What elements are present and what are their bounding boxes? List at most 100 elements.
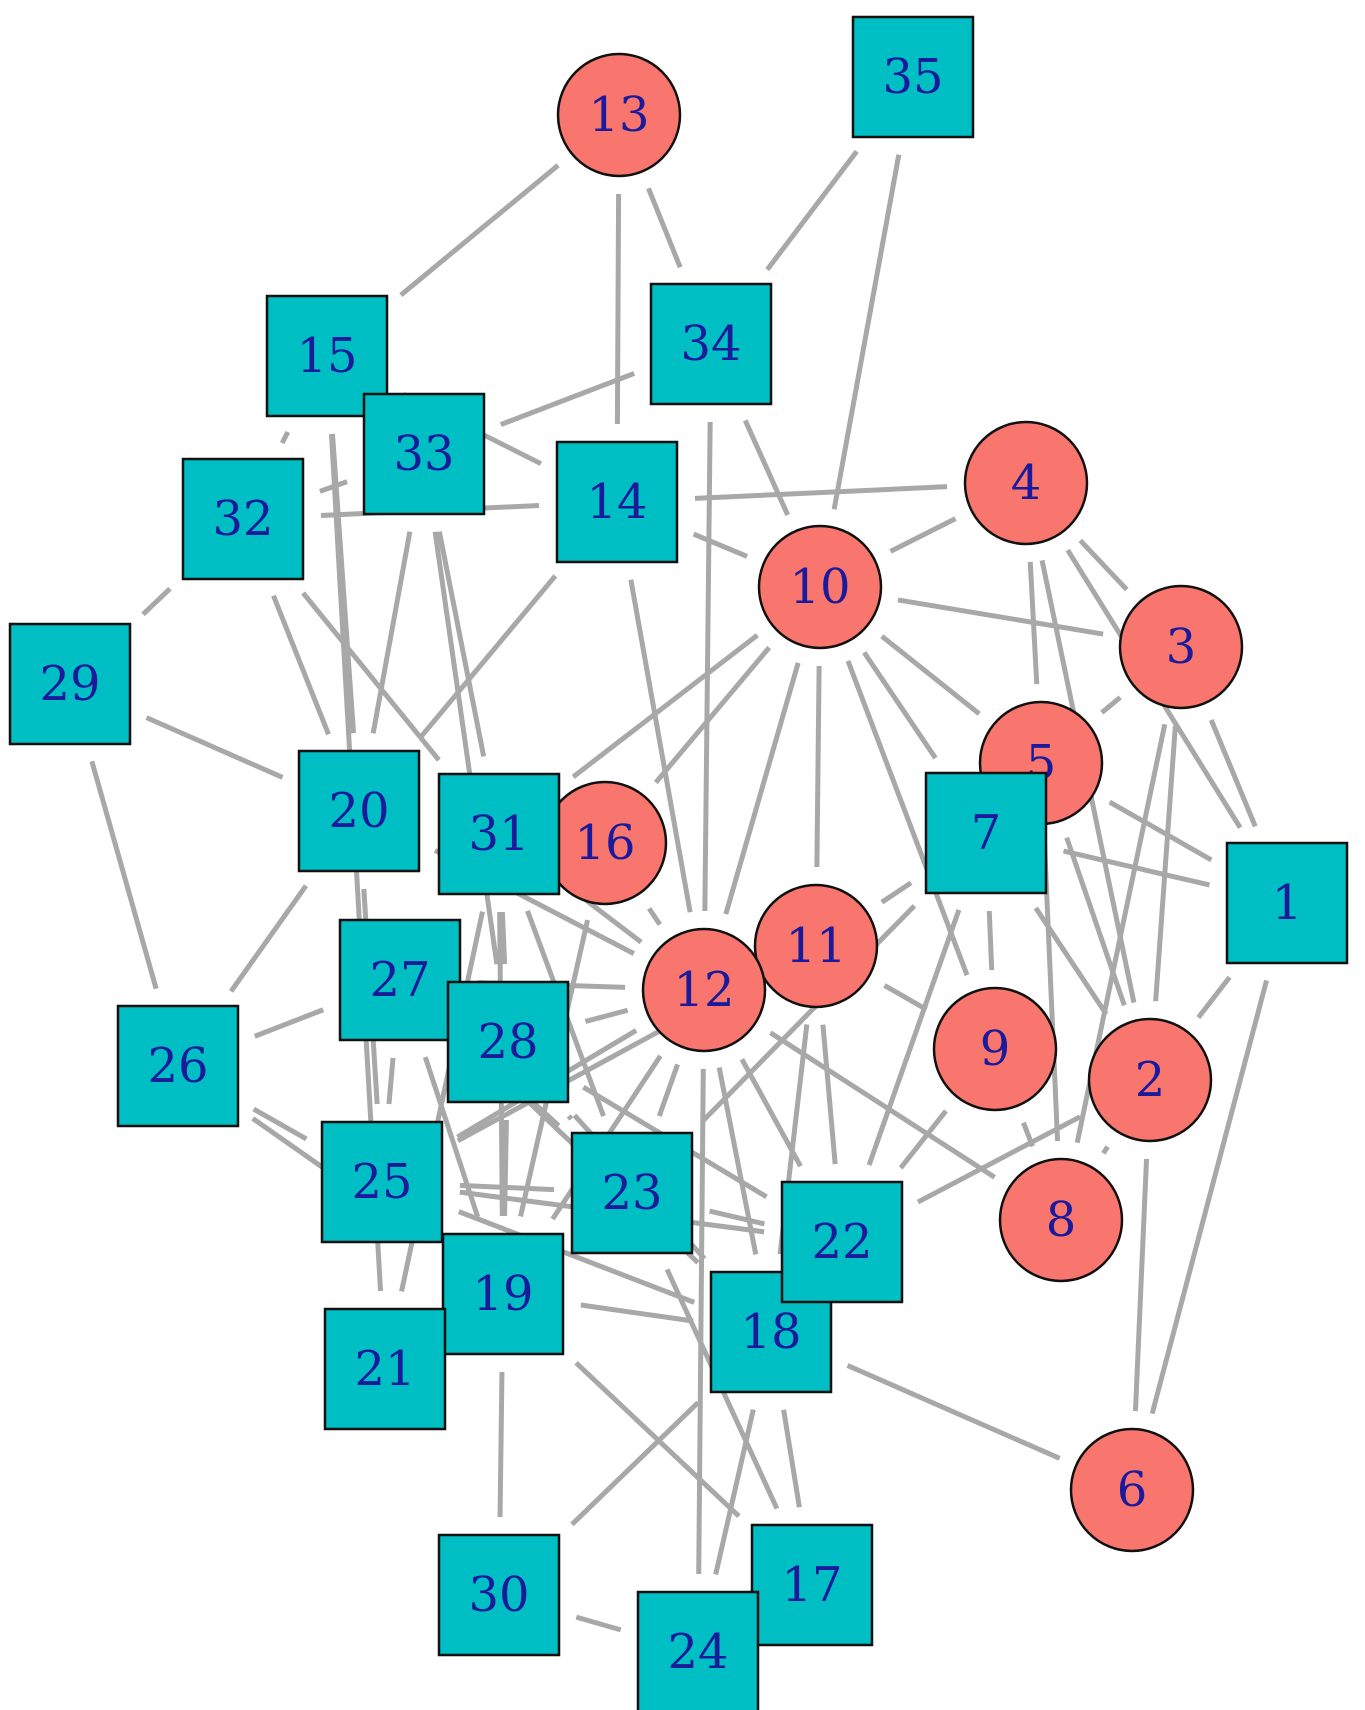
edge-7-23 xyxy=(701,904,917,1122)
node-circle xyxy=(998,1157,1124,1283)
node-26: 26 xyxy=(116,1004,240,1128)
edge-19-30 xyxy=(497,1371,505,1518)
node-33: 33 xyxy=(362,392,486,516)
node-label: 22 xyxy=(811,1214,872,1270)
edge-3-5 xyxy=(1100,695,1122,715)
edge-14-20 xyxy=(418,574,558,739)
node-7: 7 xyxy=(924,771,1048,895)
node-label: 32 xyxy=(212,491,273,547)
node-label: 20 xyxy=(328,783,389,839)
edge-9-22 xyxy=(898,1109,948,1170)
node-25: 25 xyxy=(320,1120,444,1244)
edge-35-34 xyxy=(765,149,859,272)
edge-10-31 xyxy=(571,633,759,779)
node-31: 31 xyxy=(437,772,561,896)
edge-7-22 xyxy=(866,909,962,1166)
node-label: 10 xyxy=(789,559,850,615)
node-label: 12 xyxy=(673,962,734,1018)
node-square xyxy=(1225,841,1349,965)
edge-7-11 xyxy=(880,880,913,905)
edge-10-7 xyxy=(862,651,938,760)
node-circle xyxy=(1087,1017,1213,1143)
node-28: 28 xyxy=(446,980,570,1104)
edge-12-8 xyxy=(769,1030,996,1180)
edge-25-18 xyxy=(457,1209,696,1305)
node-square xyxy=(555,440,679,564)
edge-33-31 xyxy=(436,531,487,757)
edge-27-25 xyxy=(386,1057,396,1105)
node-square xyxy=(297,749,421,873)
edge-10-12 xyxy=(723,662,801,915)
node-label: 29 xyxy=(39,656,100,712)
edge-10-5 xyxy=(880,634,981,716)
node-label: 31 xyxy=(468,806,529,862)
node-square xyxy=(323,1307,447,1431)
node-square xyxy=(780,1180,904,1304)
edge-12-18 xyxy=(716,1067,759,1255)
node-square xyxy=(446,980,570,1104)
node-30: 30 xyxy=(437,1533,561,1657)
edge-1-6 xyxy=(1149,979,1269,1415)
node-square xyxy=(924,771,1048,895)
node-17: 17 xyxy=(750,1523,874,1647)
node-circle xyxy=(753,883,879,1009)
node-29: 29 xyxy=(8,622,132,746)
node-square xyxy=(636,1590,760,1710)
edge-11-9 xyxy=(883,983,928,1012)
node-circle xyxy=(963,420,1089,546)
node-label: 4 xyxy=(1011,455,1042,511)
node-circle xyxy=(556,52,682,178)
node-label: 30 xyxy=(468,1567,529,1623)
edge-26-25 xyxy=(252,1106,308,1142)
node-label: 26 xyxy=(147,1038,208,1094)
node-6: 6 xyxy=(1069,1427,1195,1553)
node-3: 3 xyxy=(1118,584,1244,710)
edge-15-32 xyxy=(279,430,291,445)
node-square xyxy=(8,622,132,746)
node-square xyxy=(441,1232,565,1356)
node-square xyxy=(437,1533,561,1657)
edge-19-18 xyxy=(580,1302,694,1324)
node-label: 27 xyxy=(369,952,430,1008)
edge-29-20 xyxy=(145,715,284,780)
node-circle xyxy=(1118,584,1244,710)
node-layer: 1234567891011121314151617181920212223242… xyxy=(8,15,1349,1710)
node-13: 13 xyxy=(556,52,682,178)
node-1: 1 xyxy=(1225,841,1349,965)
edge-4-10 xyxy=(889,516,957,554)
edge-5-2 xyxy=(1064,836,1127,1007)
edge-35-10 xyxy=(831,154,902,510)
node-27: 27 xyxy=(338,918,462,1042)
edge-11-22 xyxy=(820,1024,838,1165)
edge-12-24 xyxy=(696,1068,706,1575)
edge-7-9 xyxy=(986,910,995,971)
node-label: 28 xyxy=(477,1014,538,1070)
node-23: 23 xyxy=(570,1131,694,1255)
edge-34-12 xyxy=(702,421,713,912)
node-label: 17 xyxy=(781,1557,842,1613)
node-8: 8 xyxy=(998,1157,1124,1283)
node-14: 14 xyxy=(555,440,679,564)
edge-33-32 xyxy=(319,479,348,494)
edge-23-22 xyxy=(708,1208,766,1227)
node-34: 34 xyxy=(649,282,773,406)
node-label: 16 xyxy=(574,815,635,871)
node-label: 14 xyxy=(586,474,647,530)
node-20: 20 xyxy=(297,749,421,873)
node-label: 35 xyxy=(882,49,943,105)
edge-32-31 xyxy=(301,591,441,762)
edge-13-34 xyxy=(646,187,683,269)
node-label: 6 xyxy=(1117,1462,1148,1518)
node-35: 35 xyxy=(851,15,975,139)
node-label: 33 xyxy=(393,426,454,482)
node-square xyxy=(649,282,773,406)
node-label: 2 xyxy=(1135,1052,1166,1108)
edge-28-23 xyxy=(566,1114,574,1121)
edge-29-26 xyxy=(89,760,159,990)
node-circle xyxy=(641,927,767,1053)
node-square xyxy=(437,772,561,896)
edge-3-2 xyxy=(1153,725,1178,1002)
edge-2-22 xyxy=(916,1114,1082,1205)
edge-10-16 xyxy=(653,645,772,785)
